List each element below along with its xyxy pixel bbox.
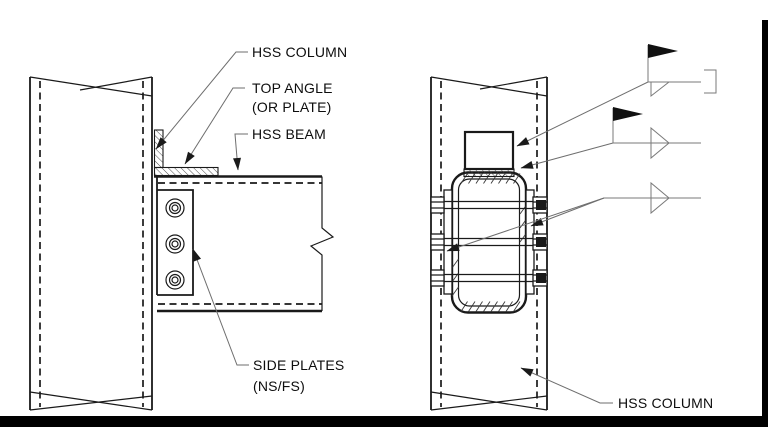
leader-hss-beam <box>233 133 248 171</box>
side-plate <box>156 176 194 296</box>
label-hss-column-right: HSS COLUMN <box>618 395 713 411</box>
weld-symbol-fillet <box>446 181 701 252</box>
bolt-row <box>430 269 548 287</box>
bolt-end <box>536 273 546 283</box>
hss-column-left-view <box>29 76 153 411</box>
leader-top-angle <box>184 87 245 165</box>
bolt-row <box>430 233 548 251</box>
label-hss-beam: HSS BEAM <box>252 126 326 142</box>
bolt-end <box>536 200 546 210</box>
weld-symbol-field-fillet <box>520 107 701 169</box>
bottom-edge-bar <box>0 416 768 427</box>
beam-wall-hatch-bottom <box>460 301 521 312</box>
column-break-symbol-bottom <box>29 391 153 411</box>
field-weld-flag-icon <box>613 107 643 121</box>
left-view-callouts: HSS COLUMN TOP ANGLE (OR PLATE) HSS BEAM… <box>155 44 347 394</box>
cap-plate-weld-strip <box>463 168 515 178</box>
bolt-end <box>536 237 546 247</box>
fillet-weld-icon <box>650 126 670 160</box>
top-angle <box>153 129 219 177</box>
leader-hss-column <box>520 367 613 404</box>
hss-beam-end-view <box>450 171 528 314</box>
bolt <box>165 234 185 254</box>
right-view-callouts: HSS COLUMN <box>520 367 713 411</box>
column-break-symbol-top <box>29 76 153 97</box>
top-plate-end-view <box>463 130 515 171</box>
bracket-tail-icon <box>704 69 717 94</box>
bolt <box>165 198 185 218</box>
through-bolts-front-view <box>430 196 548 287</box>
label-side-plates-line1: SIDE PLATES <box>253 357 344 373</box>
column-break-symbol-top <box>430 76 548 97</box>
weld-symbol-field-fillet-bracket <box>516 44 717 147</box>
beam-break-symbol <box>309 176 335 311</box>
bolt-row <box>430 196 548 214</box>
leader-hss-column <box>155 51 248 150</box>
field-weld-flag-icon <box>648 44 678 58</box>
fillet-weld-icon <box>650 81 670 98</box>
label-hss-column: HSS COLUMN <box>252 44 347 60</box>
label-top-angle-line2: (OR PLATE) <box>252 99 332 115</box>
right-elevation-view: HSS COLUMN <box>430 44 717 411</box>
column-break-symbol-bottom <box>430 391 548 411</box>
right-edge-bar <box>762 20 768 427</box>
fillet-weld-icon <box>650 181 670 215</box>
leader-side-plates <box>192 248 249 366</box>
label-top-angle-line1: TOP ANGLE <box>252 80 333 96</box>
bolts-side-view <box>165 198 185 290</box>
left-elevation-view: HSS COLUMN TOP ANGLE (OR PLATE) HSS BEAM… <box>29 44 347 411</box>
bolt <box>165 270 185 290</box>
label-side-plates-line2: (NS/FS) <box>253 378 305 394</box>
hss-beam-side-view <box>154 175 335 313</box>
